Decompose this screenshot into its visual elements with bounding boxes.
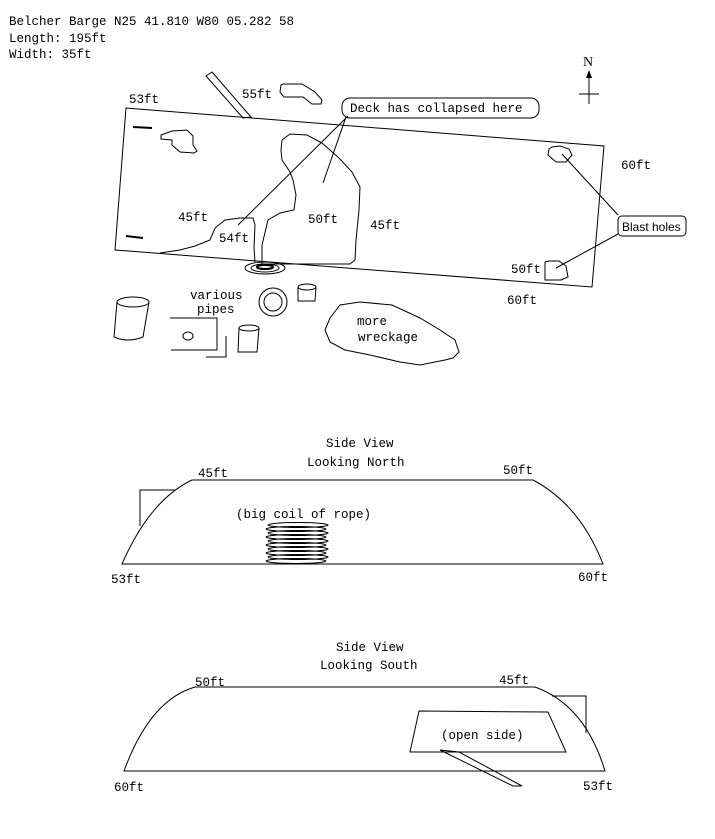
depth-label: 45ft xyxy=(178,211,208,225)
side-south-hull xyxy=(123,686,606,772)
depth-label: 60ft xyxy=(507,294,537,308)
callout-blast-holes: Blast holes xyxy=(555,153,687,269)
debris-blob xyxy=(279,83,323,105)
rope-coil-plan xyxy=(244,261,286,275)
pipe-plate xyxy=(170,317,227,358)
pipe-cylinder-small xyxy=(297,283,317,302)
rope-coil-side xyxy=(265,522,329,564)
length-label: Length: 195ft xyxy=(9,32,107,46)
side-north-subtitle: Looking North xyxy=(307,456,405,470)
wreckage-blob xyxy=(324,301,460,366)
pipe-ring xyxy=(258,287,288,317)
pipes-label: various xyxy=(190,289,243,303)
collapsed-deck-area xyxy=(261,133,361,265)
depth-label: 53ft xyxy=(129,93,159,107)
depth-label: 53ft xyxy=(583,780,613,794)
wreckage-label: more xyxy=(357,315,387,329)
site-title: Belcher Barge N25 41.810 W80 05.282 58 xyxy=(9,15,295,29)
svg-text:Blast holes: Blast holes xyxy=(622,220,681,234)
rope-loop xyxy=(265,534,327,540)
pipes-label: pipes xyxy=(197,303,235,317)
width-label: Width: 35ft xyxy=(9,48,92,62)
callout-deck-collapsed: Deck has collapsed here xyxy=(237,97,540,226)
open-side-annotation: (open side) xyxy=(441,729,524,743)
compass-label: N xyxy=(583,55,593,70)
rope-loop xyxy=(267,530,329,536)
debris-dash xyxy=(132,126,153,129)
depth-label: 45ft xyxy=(370,219,400,233)
depth-label: 50ft xyxy=(511,263,541,277)
rope-loop xyxy=(267,522,329,528)
wreckage-label: wreckage xyxy=(358,331,418,345)
protruding-pipe xyxy=(205,71,252,119)
rope-loop xyxy=(265,542,327,548)
side-south-bracket xyxy=(552,695,587,733)
depth-label: 50ft xyxy=(503,464,533,478)
pipe-cylinder xyxy=(113,296,150,341)
depth-label: 45ft xyxy=(499,674,529,688)
barge-outline xyxy=(114,107,605,288)
rope-annotation: (big coil of rope) xyxy=(236,508,371,522)
debris-plank xyxy=(439,749,523,787)
rope-loop xyxy=(267,554,329,560)
open-side-outline xyxy=(409,710,567,753)
rope-loop xyxy=(265,526,327,532)
blast-hole xyxy=(544,260,569,281)
svg-text:Deck has collapsed here: Deck has collapsed here xyxy=(350,102,523,116)
depth-label: 50ft xyxy=(308,213,338,227)
north-arrow-icon: N xyxy=(579,55,599,104)
side-north-bracket xyxy=(139,489,175,526)
side-south-title: Side View xyxy=(336,641,404,655)
depth-label: 55ft xyxy=(242,88,272,102)
side-north-hull xyxy=(121,479,604,565)
debris-dash xyxy=(125,235,144,239)
rope-loop xyxy=(267,546,329,552)
depth-label: 60ft xyxy=(578,571,608,585)
depth-label: 54ft xyxy=(219,232,249,246)
depth-label: 50ft xyxy=(195,676,225,690)
blast-hole xyxy=(547,145,573,163)
rope-loop xyxy=(267,538,329,544)
side-north-title: Side View xyxy=(326,437,394,451)
side-south-subtitle: Looking South xyxy=(320,659,418,673)
deck-hole xyxy=(160,129,198,154)
depth-label: 45ft xyxy=(198,467,228,481)
rope-loop xyxy=(265,550,327,556)
depth-label: 60ft xyxy=(621,159,651,173)
depth-label: 60ft xyxy=(114,781,144,795)
pipe-cylinder-small xyxy=(237,324,260,353)
collapsed-deck-left xyxy=(159,217,256,263)
depth-label: 53ft xyxy=(111,573,141,587)
rope-loop xyxy=(265,558,327,564)
